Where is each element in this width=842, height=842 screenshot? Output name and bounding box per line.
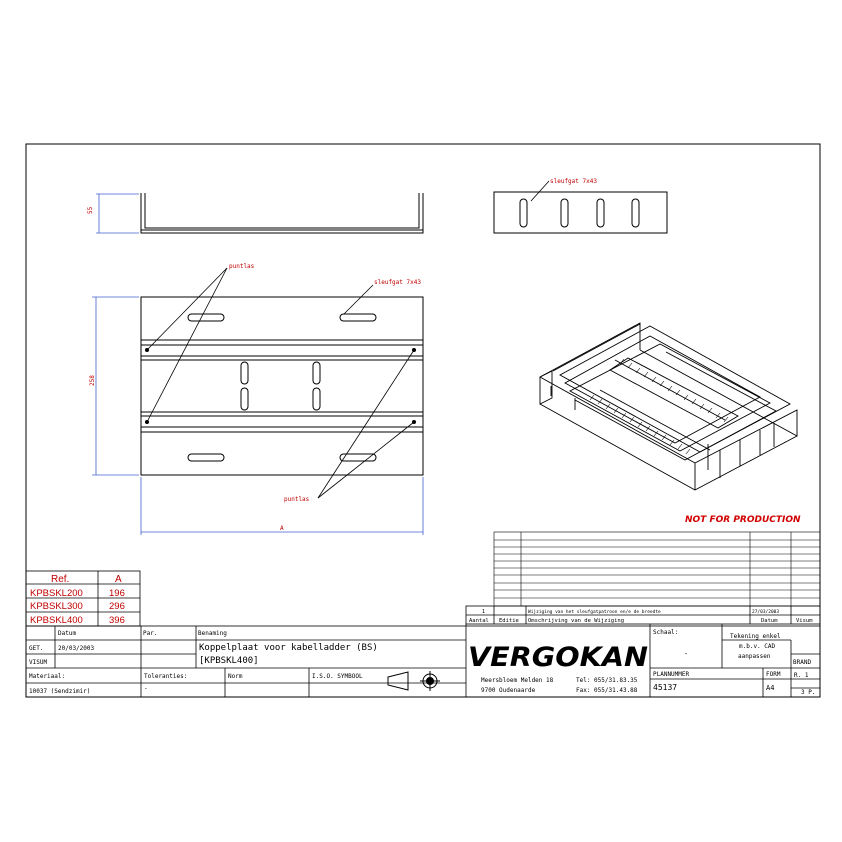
tb-row-visum: VISUM: [29, 659, 47, 666]
tb-row-get: GET.: [29, 645, 43, 652]
width-dimension-label: 258: [89, 375, 96, 386]
tb-label-iso: I.S.O. SYMBOOL: [312, 673, 363, 680]
revision-col-visum: Visum: [796, 618, 813, 624]
tb-benaming-line1: Koppelplaat voor kabelladder (BS): [199, 643, 378, 653]
side-elevation-view: [140, 193, 424, 234]
tb-label-brand: BRAND: [793, 659, 811, 666]
revision-table: [465, 605, 821, 625]
ref-row-1-name: KPBSKL200: [30, 588, 83, 599]
ref-row-1-value: 196: [109, 588, 125, 599]
revision-col-editie: Editie: [499, 618, 519, 624]
tb-col-datum: Datum: [58, 630, 76, 637]
tb-label-norm: Norm: [228, 673, 243, 680]
iso-projection-symbol: [387, 671, 440, 691]
tb-benaming-line2: [KPBSKL400]: [199, 656, 259, 666]
phone-number: Tel: 055/31.83.35: [576, 677, 638, 684]
weld-leaders: [146, 267, 415, 499]
tb-label-plannummer: PLANNUMMER: [653, 671, 690, 678]
tb-form-value: A4: [766, 684, 774, 692]
revision-grid: [493, 531, 821, 607]
tb-note-line2: m.b.v. CAD: [739, 643, 776, 650]
revision-col-aantal: Aantal: [469, 618, 489, 624]
height-dimension: [96, 193, 139, 234]
height-dimension-label: 55: [87, 206, 94, 214]
fax-number: Fax: 055/31.43.88: [576, 687, 638, 694]
tb-schaal-value: -: [684, 650, 688, 658]
ref-header-ref: Ref.: [51, 574, 69, 585]
slot-leader-side: [530, 180, 550, 202]
length-dimension-label: A: [280, 525, 284, 532]
ref-row-2-name: KPBSKL300: [30, 601, 83, 612]
ref-header-a: A: [115, 574, 122, 585]
ref-row-2-value: 296: [109, 601, 125, 612]
tb-label-schaal: Schaal:: [653, 629, 678, 636]
revision-col-datum: Datum: [761, 618, 778, 624]
tb-label-toleranties: Toleranties:: [144, 673, 187, 680]
tb-page-r: R. 1: [794, 672, 809, 679]
ref-row-3-value: 396: [109, 615, 125, 626]
title-block: [25, 624, 821, 698]
width-dimension: [92, 296, 139, 476]
address-line2: 9700 Oudenaarde: [481, 687, 536, 694]
ref-row-3-name: KPBSKL400: [30, 615, 83, 626]
revision-col-omschrijving: Omschrijving van de Wijziging: [528, 618, 624, 624]
revision-number: 1: [482, 609, 485, 615]
isometric-view: [539, 322, 798, 491]
weld-label-bottom: puntlas: [284, 496, 310, 503]
tb-get-date: 20/03/2003: [58, 645, 95, 652]
tb-note-line3: aanpassen: [738, 653, 771, 660]
weld-label-top: puntlas: [229, 263, 255, 270]
vergokan-logo: VERGOKAN: [468, 642, 648, 673]
tb-col-benaming: Benaming: [198, 630, 227, 637]
tb-col-par: Par.: [143, 630, 157, 637]
tb-note-line1: Tekening enkel: [730, 633, 781, 640]
tb-materiaal-value: 10037 (Sendzimir): [29, 688, 90, 695]
weld-points: [145, 348, 416, 424]
slot-label-side: sleufgat 7x43: [550, 178, 597, 185]
revision-date: 27/03/2003: [752, 609, 779, 615]
tb-toleranties-value: -: [144, 685, 148, 692]
tb-plannummer-value: 45137: [653, 683, 677, 692]
length-dimension: [140, 477, 424, 535]
tb-label-form: FORM: [766, 671, 781, 678]
slot-label-top: sleufgat 7x43: [374, 279, 421, 286]
slot-elevation-view: [493, 191, 668, 234]
not-for-production-stamp: NOT FOR PRODUCTION: [685, 515, 801, 525]
tb-label-materiaal: Materiaal:: [29, 673, 65, 680]
plan-view: [140, 296, 424, 476]
isometric-rail-hatching: [589, 358, 729, 455]
revision-description: Wijziging van het sleufgatpatroon en/e d…: [528, 609, 661, 615]
address-line1: Meersbloem Melden 18: [481, 677, 554, 684]
tb-page-p: 3 P.: [801, 689, 815, 696]
